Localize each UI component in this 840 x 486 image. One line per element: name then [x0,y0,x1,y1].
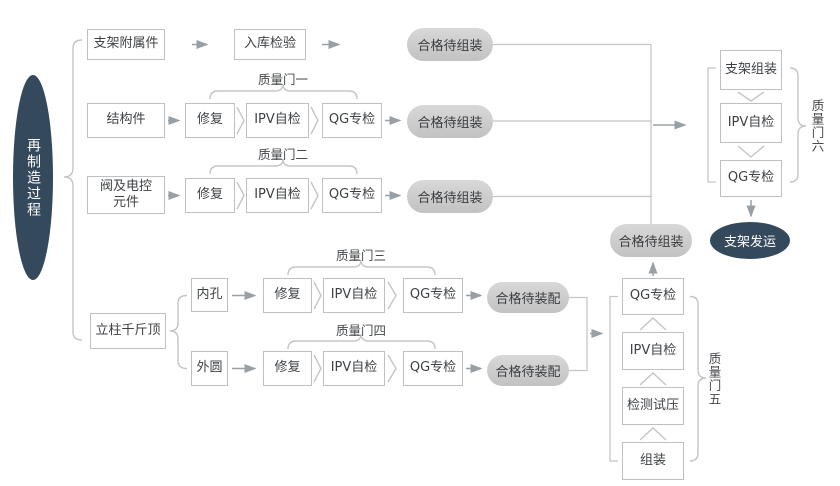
chevron-group [236,91,765,441]
node-repair-2: 修复 [185,178,235,213]
node-ipv-self-check-3: IPV自检 [323,278,385,313]
quality-gate-4-brace [287,333,436,350]
quality-gate-6-label: 质量门六 [809,99,825,153]
node-qg-special-check-4: QG专检 [403,351,463,386]
quality-gate-3-brace [287,259,436,276]
node-inner-hole: 内孔 [191,278,228,312]
stadium-qualified-for-fitting-1: 合格待装配 [487,282,569,313]
node-repair-4: 修复 [263,351,312,386]
jack-split-brace [169,294,188,370]
stadium-qualified-for-assembly-1: 合格待组装 [407,28,493,61]
node-ipv-self-check-5: IPV自检 [622,332,684,370]
node-repair-3: 修复 [263,278,312,313]
fitting-results-bracket [569,296,588,372]
node-valve-electric-parts: 阀及电控元件 [87,176,165,214]
quality-gate-6-brace [789,67,807,183]
node-ipv-self-check-1: IPV自检 [246,103,309,138]
node-ipv-self-check-6: IPV自检 [720,103,782,143]
stadium-qualified-for-assembly-4: 合格待组装 [610,224,692,257]
node-ipv-self-check-4: IPV自检 [323,351,385,386]
arrow-group [168,40,756,373]
node-repair-1: 修复 [185,103,235,138]
chevron-up-icon [639,317,667,331]
chevron-down-icon [737,145,765,158]
quality-gate-1-label: 质量门一 [257,72,308,87]
quality-gate-5-label: 质量门五 [706,352,722,406]
node-structural-parts: 结构件 [87,103,165,138]
node-bracket-accessories: 支架附属件 [87,29,165,60]
quality-gate-3-label: 质量门三 [335,248,386,263]
chevron-up-icon [639,372,667,386]
chevron-right-icon [313,354,322,383]
quality-gate-5-brace [689,295,707,462]
chevron-right-icon [236,106,245,135]
node-qg-special-check-5: QG专检 [622,278,684,315]
quality-gate-4-label: 质量门四 [335,323,386,338]
stadium-qualified-for-assembly-3: 合格待组装 [407,180,493,213]
node-qg-special-check-6: QG专检 [720,160,782,197]
remanufacturing-process-label: 再制造过程 [25,137,41,218]
chevron-right-icon [387,281,397,310]
bracket-shipment-label: 支架发运 [723,235,776,250]
node-pressure-test: 检测试压 [622,387,684,425]
node-incoming-inspection: 入库检验 [234,29,306,60]
node-qg-special-check-2: QG专检 [322,178,382,213]
quality-gate-1-brace [209,83,358,100]
chevron-right-icon [310,106,319,135]
chevron-down-icon [737,91,765,102]
chevron-right-icon [310,181,319,210]
quality-gate-2-label: 质量门二 [257,147,308,162]
quality-gate-2-brace [209,158,358,175]
chevron-right-icon [313,281,322,310]
line-group [493,43,716,462]
stadium-qualified-for-fitting-2: 合格待装配 [487,355,569,386]
remanufacturing-process-ellipse: 再制造过程 [13,75,53,280]
chevron-right-icon [236,181,245,210]
assembly-column-bracket [609,295,618,462]
chevron-up-icon [639,427,667,441]
final-column-bracket [707,67,716,183]
node-qg-special-check-1: QG专检 [322,103,382,138]
node-outer-circle: 外圆 [191,351,228,386]
brace-group [63,39,807,462]
bracket-shipment-ellipse: 支架发运 [710,222,790,259]
process-brace [63,39,83,341]
node-ipv-self-check-2: IPV自检 [246,178,309,213]
stadium-qualified-for-assembly-2: 合格待组装 [407,105,493,138]
node-qg-special-check-3: QG专检 [403,278,463,313]
node-column-jack: 立柱千斤顶 [90,313,166,349]
node-bracket-assembly: 支架组装 [720,50,782,90]
chevron-right-icon [387,354,397,383]
node-assemble: 组装 [622,442,684,480]
